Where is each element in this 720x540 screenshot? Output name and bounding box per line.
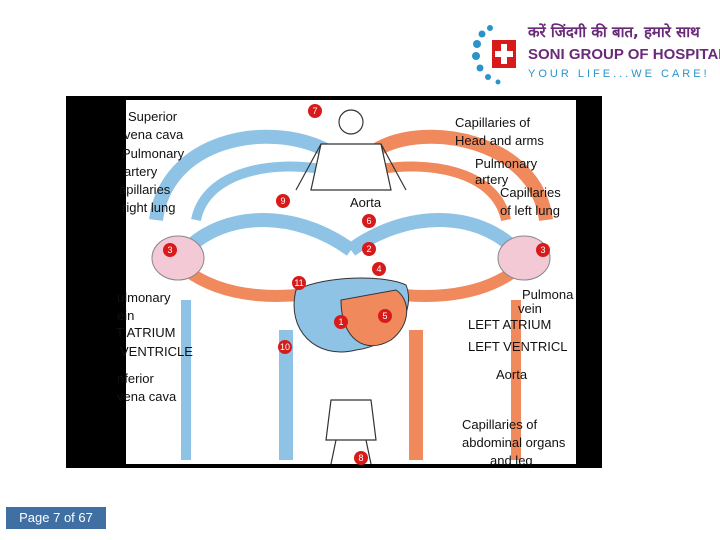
marker-3-right-lung: 3	[163, 243, 177, 257]
marker-6: 6	[362, 214, 376, 228]
diagram-canvas	[126, 100, 576, 465]
marker-10: 10	[278, 340, 292, 354]
marker-11: 11	[292, 276, 306, 290]
label-capillaries-abdominal: Capillaries of abdominal organs and leg	[462, 417, 566, 466]
label-aorta-top: Aorta	[350, 195, 382, 210]
label-inferior-vena-cava: nferior vena cava	[117, 371, 177, 404]
marker-2: 2	[362, 242, 376, 256]
marker-3-left-lung: 3	[536, 243, 550, 257]
marker-5: 5	[378, 309, 392, 323]
label-left-ventricle-left: VENTRICLE	[120, 344, 193, 359]
marker-4: 4	[372, 262, 386, 276]
right-lung	[151, 235, 205, 281]
label-capillaries-right-lung: apillaries right lung	[119, 182, 176, 215]
heart	[293, 277, 410, 353]
label-superior-vena-cava: Superior vena cava	[124, 109, 184, 142]
hospital-logo	[470, 20, 524, 86]
marker-1: 1	[334, 315, 348, 329]
label-left-ventricle-right: LEFT VENTRICL	[468, 339, 568, 354]
label-left-atrium-left: T ATRIUM	[116, 325, 176, 340]
brand-name: SONI GROUP OF HOSPITALS	[528, 46, 720, 63]
hindi-slogan: करें जिंदगी की बात, हमारे साथ	[528, 23, 700, 41]
page-counter: Page 7 of 67	[6, 507, 106, 529]
label-pulmonary-vein-left: ulmonary ein	[117, 290, 171, 323]
tagline: YOUR LIFE...WE CARE!	[528, 68, 710, 80]
label-capillaries-left-lung: Capillaries of left lung	[500, 185, 561, 218]
marker-9: 9	[276, 194, 290, 208]
label-pulmonary-artery-right: Pulmonary artery	[475, 156, 538, 187]
marker-7: 7	[308, 104, 322, 118]
circulation-diagram	[149, 109, 553, 465]
label-capillaries-head-arms: Capillaries of Head and arms	[455, 115, 544, 148]
person-lower-body	[325, 399, 377, 465]
marker-8: 8	[354, 451, 368, 465]
label-pulmonary-vein-right: Pulmona vein	[518, 287, 574, 316]
label-left-atrium-right: LEFT ATRIUM	[468, 317, 552, 332]
label-aorta-bottom: Aorta	[496, 367, 528, 382]
label-pulmonary-artery-left: Pulmonary artery	[122, 146, 185, 179]
person-upper-body	[295, 109, 407, 191]
